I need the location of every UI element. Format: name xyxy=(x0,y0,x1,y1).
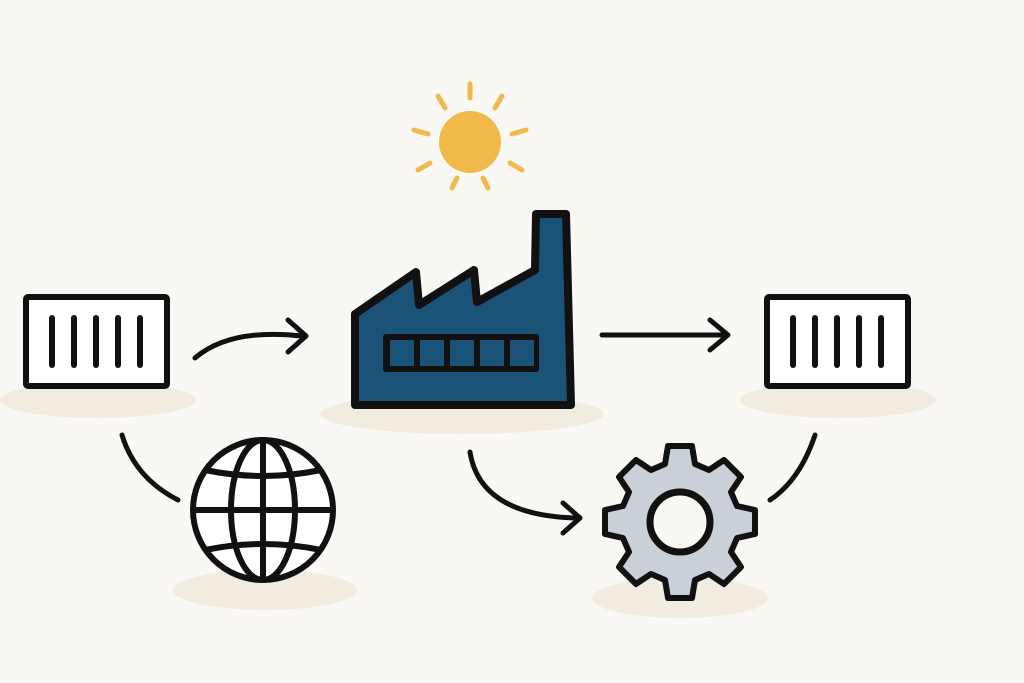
arrowhead xyxy=(707,317,731,353)
curve-container-to-globe xyxy=(119,432,181,503)
arrow-container-to-factory xyxy=(192,331,305,361)
factory-icon xyxy=(351,210,575,409)
sun-icon xyxy=(411,81,529,191)
destination-container-icon xyxy=(764,294,911,389)
ground-shadows xyxy=(0,382,936,618)
source-container-icon xyxy=(23,294,170,389)
gear-icon xyxy=(602,443,758,601)
connectors xyxy=(119,317,818,536)
globe-icon xyxy=(190,437,336,583)
curve-container-to-gear xyxy=(767,432,818,503)
arrowhead xyxy=(285,317,309,355)
arrowhead xyxy=(560,500,583,536)
arrow-factory-to-gear xyxy=(467,449,578,521)
